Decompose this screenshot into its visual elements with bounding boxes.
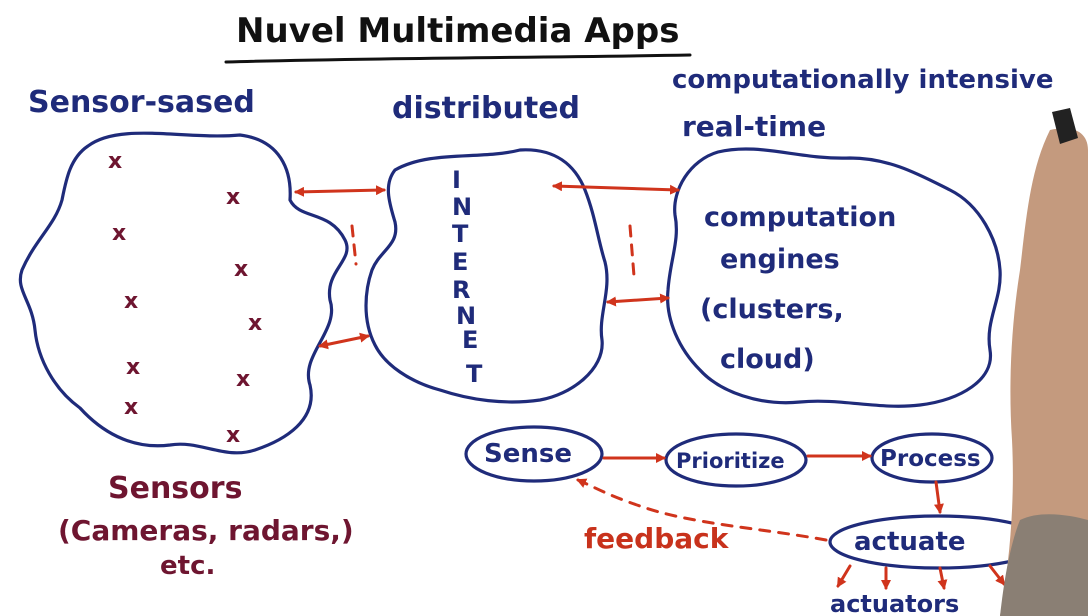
sensor-mark: x [124,289,138,314]
sensor-cloud-label: Sensor-sased [28,85,255,120]
actuator-arrow [937,566,948,590]
sensors-caption-title: Sensors [108,471,242,506]
marker-pen [1052,108,1078,144]
internet-letter: T [452,220,469,248]
sensor-internet-arrow-bottom [318,332,370,350]
compute-cloud-label-line2: real-time [682,110,826,143]
sensor-mark: x [236,367,250,392]
sensor-mark: x [248,311,262,336]
internet-letter: E [452,248,468,276]
internet-compute-arrow-bottom [606,293,670,307]
presenter-hand [1000,108,1088,616]
sensor-mark: x [108,149,122,174]
actuator-arrow [988,564,1006,586]
internet-cloud-label: distributed [392,91,580,126]
sensor-mark: x [226,423,240,448]
process-node-label: Process [880,446,981,472]
internet-letter: E [462,326,478,354]
compute-cloud [666,147,1002,408]
sensor-cloud [18,131,349,455]
internet-letter: N [456,302,476,330]
internet-cloud [364,148,609,404]
compute-engines-line: cloud) [720,344,815,375]
sense-node-label: Sense [484,439,572,469]
internet-compute-arrow-top [552,181,680,195]
internet-letter: I [452,166,461,194]
sensors-caption-etc: etc. [160,551,215,581]
sensor-mark: x [112,221,126,246]
sensor-mark: x [126,355,140,380]
sensor-mark: x [234,257,248,282]
prioritize-node-label: Prioritize [676,449,785,473]
sensor-mark: x [226,185,240,210]
sense-node [464,425,604,483]
process-node [870,432,994,484]
diagram-title: Nuvel Multimedia Apps [236,11,679,51]
sensor-mark: x [124,395,138,420]
internet-letter: N [452,193,472,221]
feedback-arrow [576,478,828,542]
internet-letter: R [452,276,470,304]
compute-engines-line: computation [704,202,896,233]
feedback-label: feedback [584,522,730,555]
compute-engines-line: engines [720,244,840,275]
internet-compute-dashes [628,224,636,278]
presenter-sleeve [1000,514,1088,616]
prioritize-node [664,432,808,488]
process-to-actuate-arrow [933,480,944,514]
sensor-internet-dashes [350,224,358,266]
internet-letter: T [466,360,483,388]
actuate-node-label: actuate [854,527,966,557]
actuators-label: actuators [830,590,959,616]
title-underline [224,53,692,64]
sensor-marks: x x x x x x x x x x [108,149,262,448]
sensors-caption-types: (Cameras, radars,) [58,514,354,547]
internet-letters: I N T E R N E T [452,166,483,388]
actuator-arrow [836,564,852,588]
compute-cloud-label-line1: computationally intensive [672,65,1054,95]
compute-engines-line: (clusters, [700,294,844,325]
sensor-internet-arrow-top [294,185,386,197]
presenter-arm [1000,128,1088,616]
